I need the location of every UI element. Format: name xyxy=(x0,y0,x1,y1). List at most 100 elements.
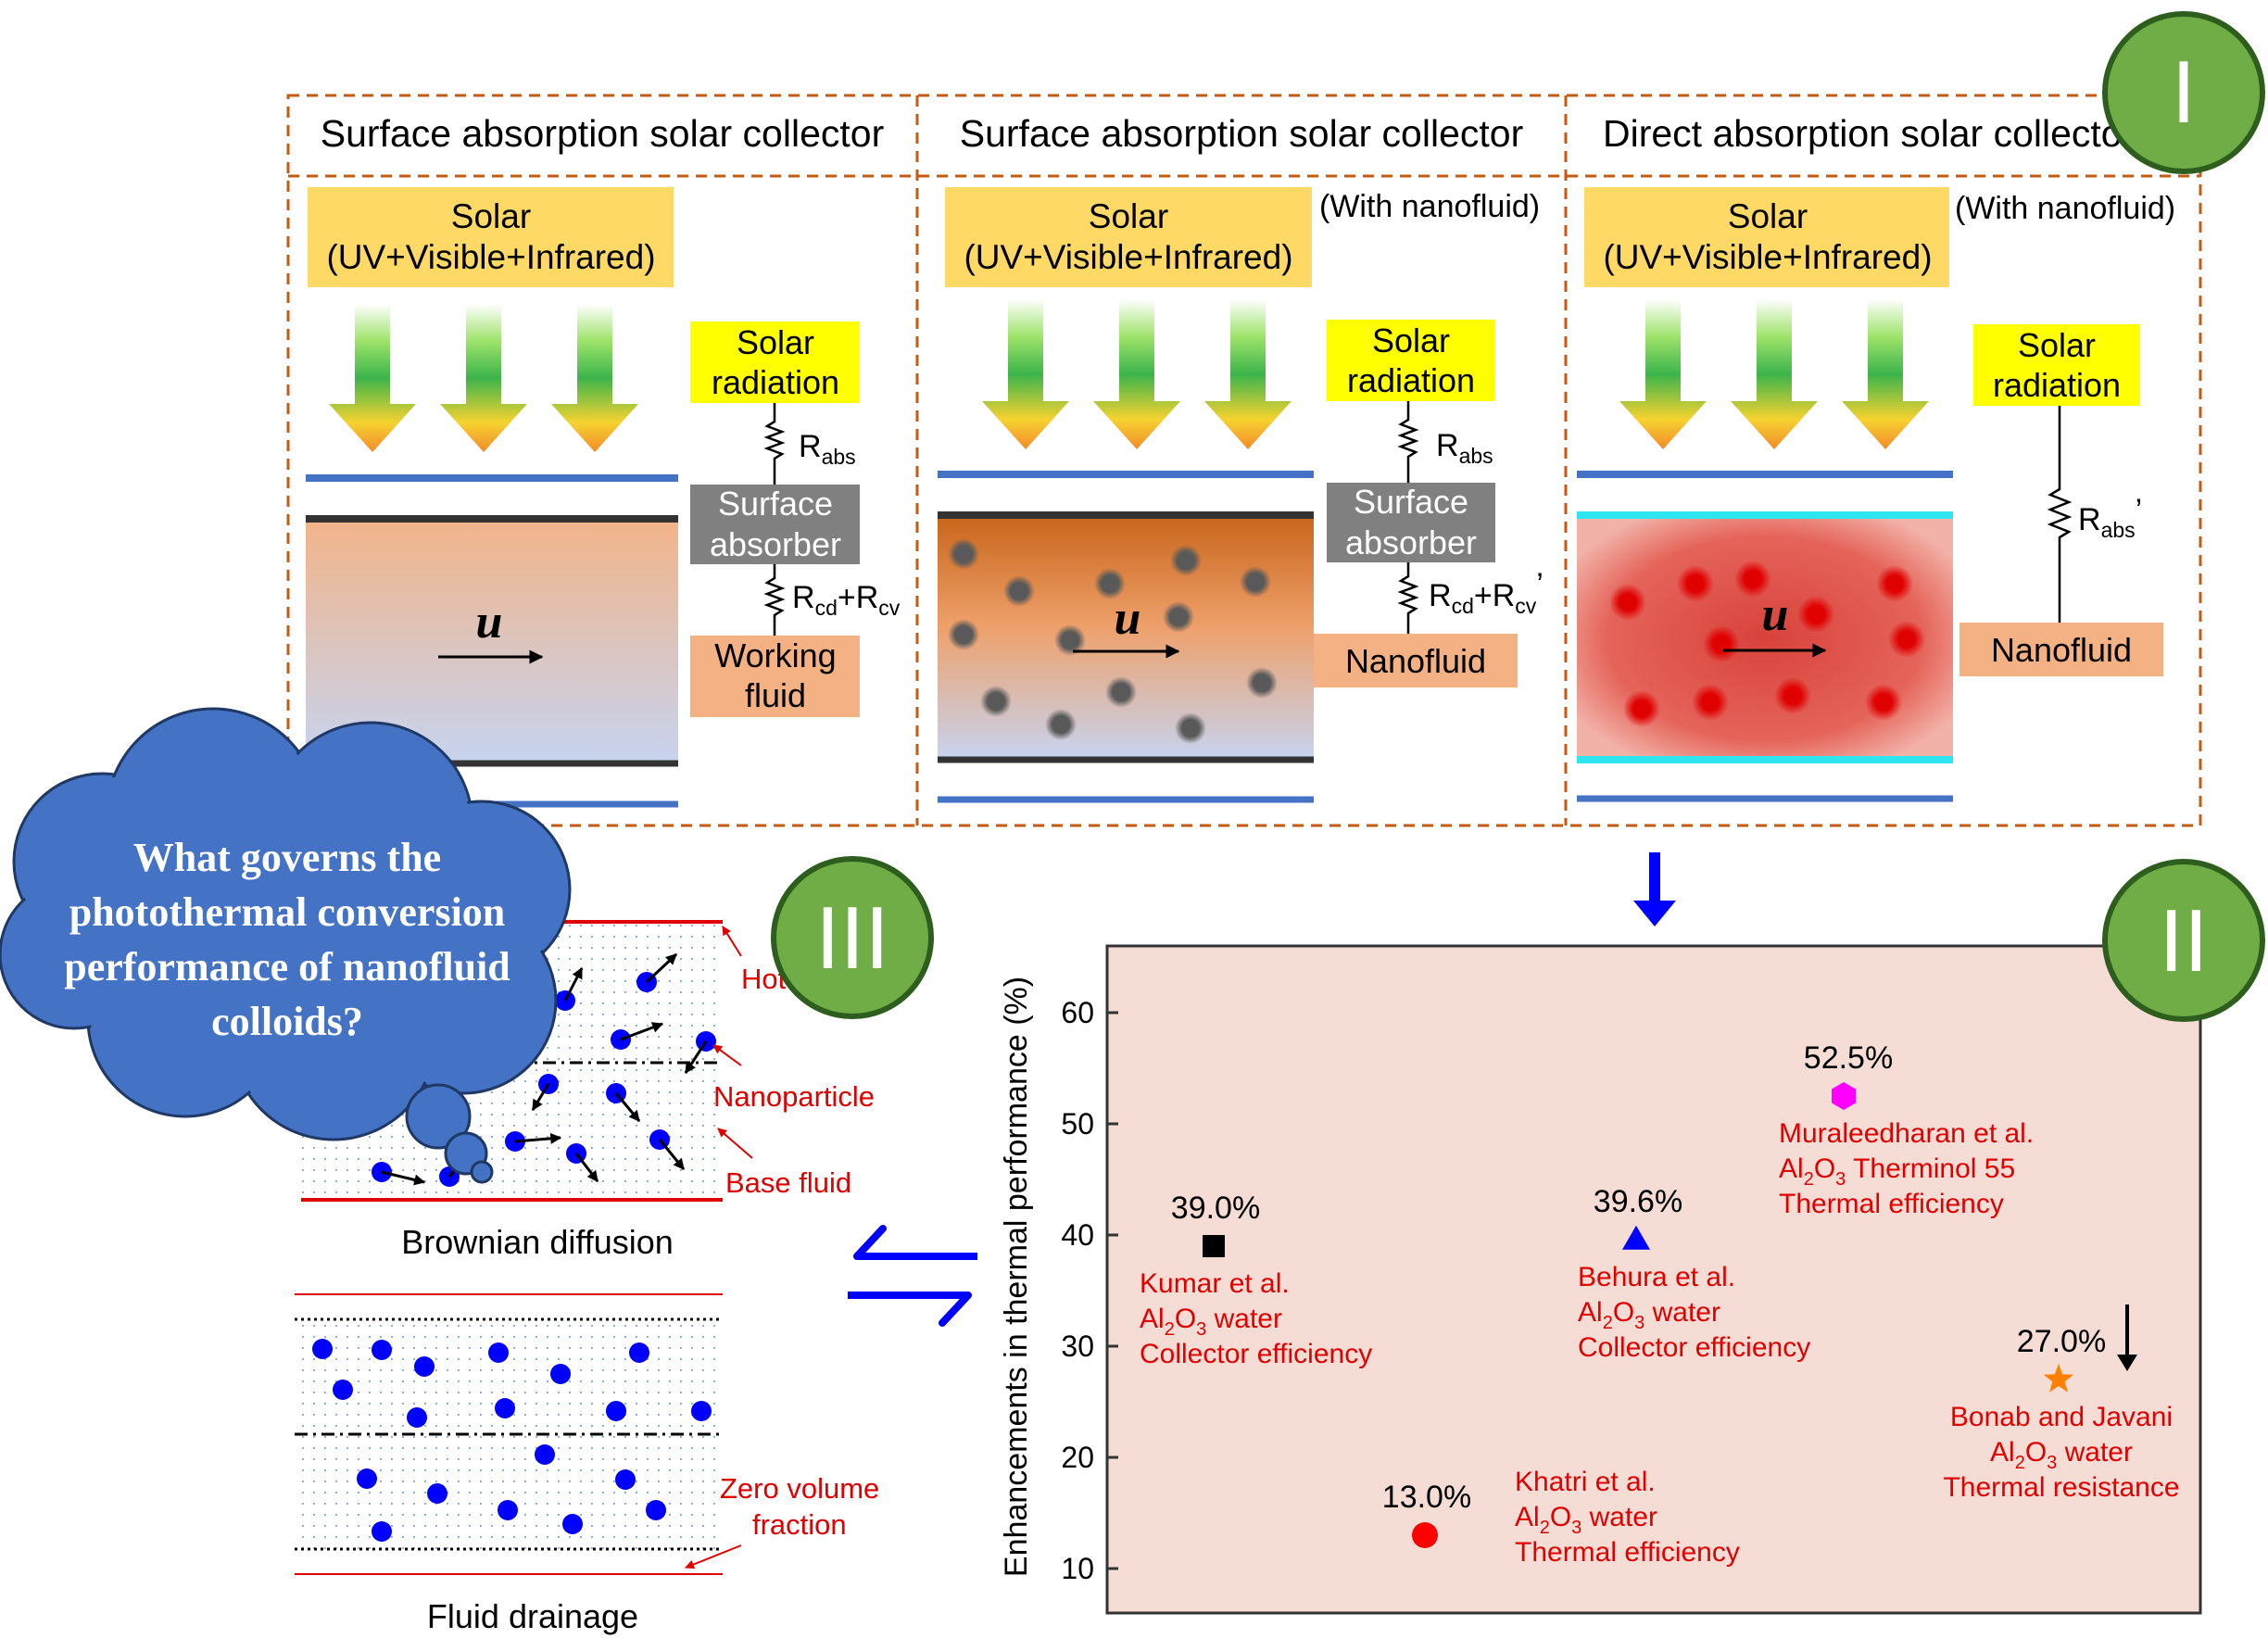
sunlight-arrow xyxy=(551,304,638,452)
sunlight-arrows xyxy=(982,299,1292,449)
nanoparticle xyxy=(646,1500,666,1520)
nanoparticle xyxy=(1163,601,1194,633)
annotation-fluid: Al2O3 water xyxy=(1140,1304,1282,1340)
badge-ii: II xyxy=(2102,859,2265,1022)
nanoparticles xyxy=(1609,561,1925,727)
velocity-symbol: u xyxy=(1762,588,1789,641)
data-point: 52.5%Muraleedharan et al.Al2O3 Therminol… xyxy=(1779,1040,2034,1219)
resistor-label: Rabs’ xyxy=(2078,493,2142,542)
motion-vector xyxy=(614,1092,641,1122)
sunlight-arrow xyxy=(440,304,527,452)
nanoparticle xyxy=(535,1444,555,1465)
panel-i: Surface absorption solar collector Surfa… xyxy=(286,94,2202,827)
nanoparticle xyxy=(1240,566,1271,598)
column-3-title: Direct absorption solar collector xyxy=(1603,112,2135,155)
absorber-label-1: Surface xyxy=(1354,483,1468,521)
nanoparticle xyxy=(357,1468,377,1489)
sink-label: Nanofluid xyxy=(1991,631,2132,669)
absorber-label-1: Surface xyxy=(718,485,833,523)
solar-radiation-node xyxy=(690,321,860,403)
zero-volume-layer xyxy=(295,1549,723,1573)
solar-spectrum-title: Solar xyxy=(1728,197,1808,235)
working-fluid-node xyxy=(690,636,860,717)
annotation-fluid: Al2O3 Therminol 55 xyxy=(1779,1153,2015,1190)
annotation-author: Behura et al. xyxy=(1578,1262,1735,1292)
nanoparticle xyxy=(407,1407,427,1428)
radiation-label-2: radiation xyxy=(1993,366,2121,404)
solar-spectrum-title: Solar xyxy=(1089,197,1168,235)
nanoparticle xyxy=(629,1342,649,1363)
drainage-particles xyxy=(312,1339,712,1542)
nanoparticle xyxy=(948,619,979,650)
nanoparticle xyxy=(1609,584,1646,621)
annotation-author: Khatri et al. xyxy=(1515,1467,1656,1497)
column-2-title: Surface absorption solar collector xyxy=(960,112,1523,155)
surface-absorber-node xyxy=(690,485,860,564)
nanofluid-channel xyxy=(938,517,1314,760)
sunlight-arrows xyxy=(1619,299,1929,449)
marker-hexagon xyxy=(1832,1082,1856,1110)
radiation-label-2: radiation xyxy=(712,363,839,401)
question-cloud: What governs the photothermal conversion… xyxy=(0,707,572,1184)
sunlight-arrow xyxy=(1619,299,1707,449)
cloud-fill xyxy=(3,712,567,1137)
nanoparticle xyxy=(498,1500,518,1520)
brownian-caption: Brownian diffusion xyxy=(401,1223,674,1261)
nanoparticle xyxy=(488,1342,509,1363)
value-label: 52.5% xyxy=(1804,1040,1893,1076)
resistor-label: Rcd+Rcv xyxy=(792,580,901,620)
nanoparticle xyxy=(414,1356,435,1377)
marker-square xyxy=(1203,1235,1225,1257)
nanoparticle xyxy=(1054,624,1086,656)
annotation-metric: Thermal efficiency xyxy=(1779,1189,2004,1219)
solar-spectrum-subtitle: (UV+Visible+Infrared) xyxy=(1603,238,1932,276)
thought-bubble xyxy=(405,1083,472,1150)
sunlight-arrows xyxy=(329,304,638,452)
nanoparticle xyxy=(333,1380,353,1400)
badge-label: III xyxy=(815,889,889,988)
question-line-1: What governs the xyxy=(133,835,441,880)
nanoparticle xyxy=(312,1339,333,1359)
sink-label-2: fluid xyxy=(745,676,806,714)
nanoparticle xyxy=(550,1364,571,1384)
radiation-label-1: Solar xyxy=(2018,326,2096,364)
nanoparticle xyxy=(1734,561,1771,598)
nanoparticle xyxy=(1677,565,1714,602)
annotation-metric: Thermal efficiency xyxy=(1515,1537,1740,1568)
absorption-resistor xyxy=(1397,401,1419,485)
resistor-label: Rcd+Rcv’ xyxy=(1429,567,1544,618)
arrow-head xyxy=(2117,1355,2137,1371)
motion-vector xyxy=(563,966,584,1002)
sunlight-arrow xyxy=(1731,299,1818,449)
nanofluid-node xyxy=(1314,634,1518,687)
nanoparticle xyxy=(1094,568,1126,599)
velocity-symbol: u xyxy=(1115,592,1141,645)
surface-absorber-node xyxy=(1327,483,1495,562)
nanoparticle xyxy=(1692,684,1729,721)
badge-label: II xyxy=(2159,891,2208,990)
nanoparticle xyxy=(1623,690,1660,727)
marker-star xyxy=(2043,1364,2074,1393)
annotation-fluid: Al2O3 water xyxy=(1578,1297,1720,1333)
marker-circle xyxy=(1412,1522,1438,1548)
absorption-resistor xyxy=(2047,406,2073,625)
zero-volume-label-1: Zero volume xyxy=(720,1472,879,1505)
base-fluid-label: Base fluid xyxy=(725,1166,851,1199)
annotation-arrow xyxy=(722,926,742,957)
motion-vector xyxy=(645,952,678,984)
absorber-label-2: absorber xyxy=(710,525,841,563)
drainage-caption: Fluid drainage xyxy=(427,1597,638,1635)
y-tick-label: 20 xyxy=(1061,1441,1094,1474)
convection-resistor xyxy=(763,564,786,641)
solar-spectrum-box xyxy=(945,187,1312,287)
badge-i: I xyxy=(2102,11,2265,174)
badge-circle xyxy=(2102,11,2265,174)
nanoparticle xyxy=(691,1401,712,1421)
solar-spectrum-subtitle: (UV+Visible+Infrared) xyxy=(326,238,655,276)
nanoparticle xyxy=(1876,565,1913,602)
annotation-author: Kumar et al. xyxy=(1140,1268,1290,1299)
question-line-3: performance of nanofluid xyxy=(64,944,510,989)
